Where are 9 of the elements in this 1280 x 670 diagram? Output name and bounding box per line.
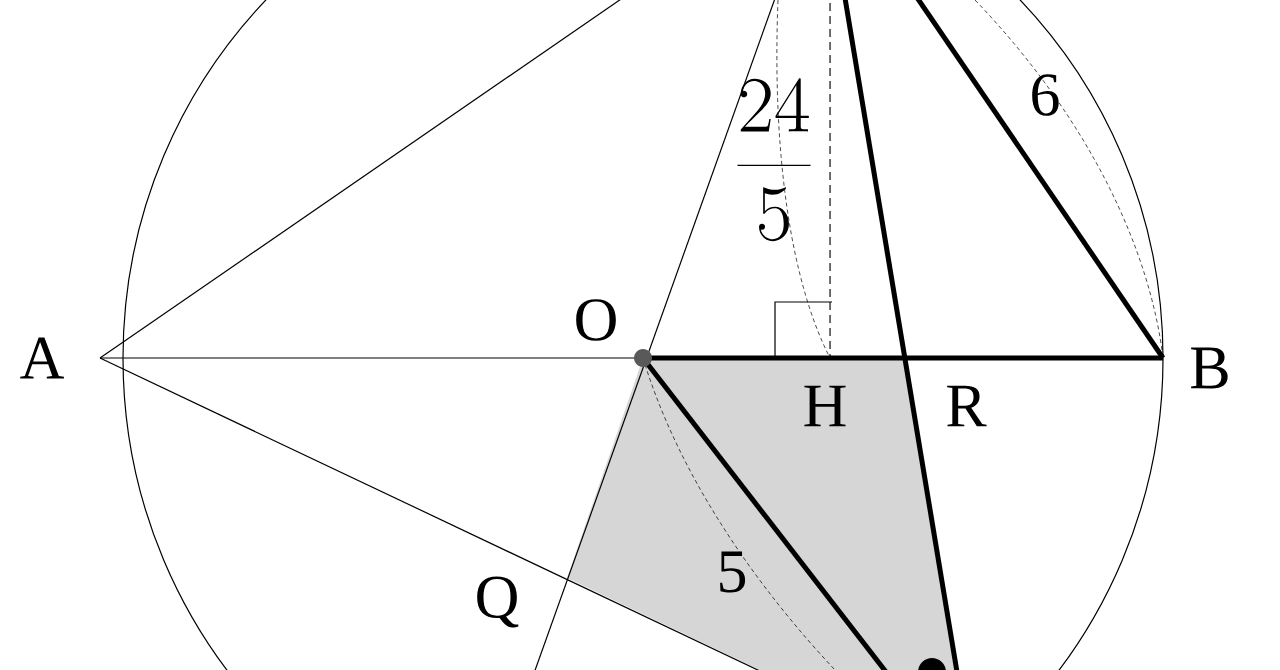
point-label: Q [477, 576, 519, 628]
length-label: 5 [720, 551, 746, 593]
point-label: B [1191, 347, 1228, 389]
point-label: H [804, 385, 846, 427]
length-label: 6 [1032, 74, 1059, 116]
point-label: R [947, 385, 987, 427]
point-label: A [20, 337, 64, 379]
length-label: $\frac{24}{5}$ [737, 78, 811, 242]
point-label: O [576, 299, 616, 341]
